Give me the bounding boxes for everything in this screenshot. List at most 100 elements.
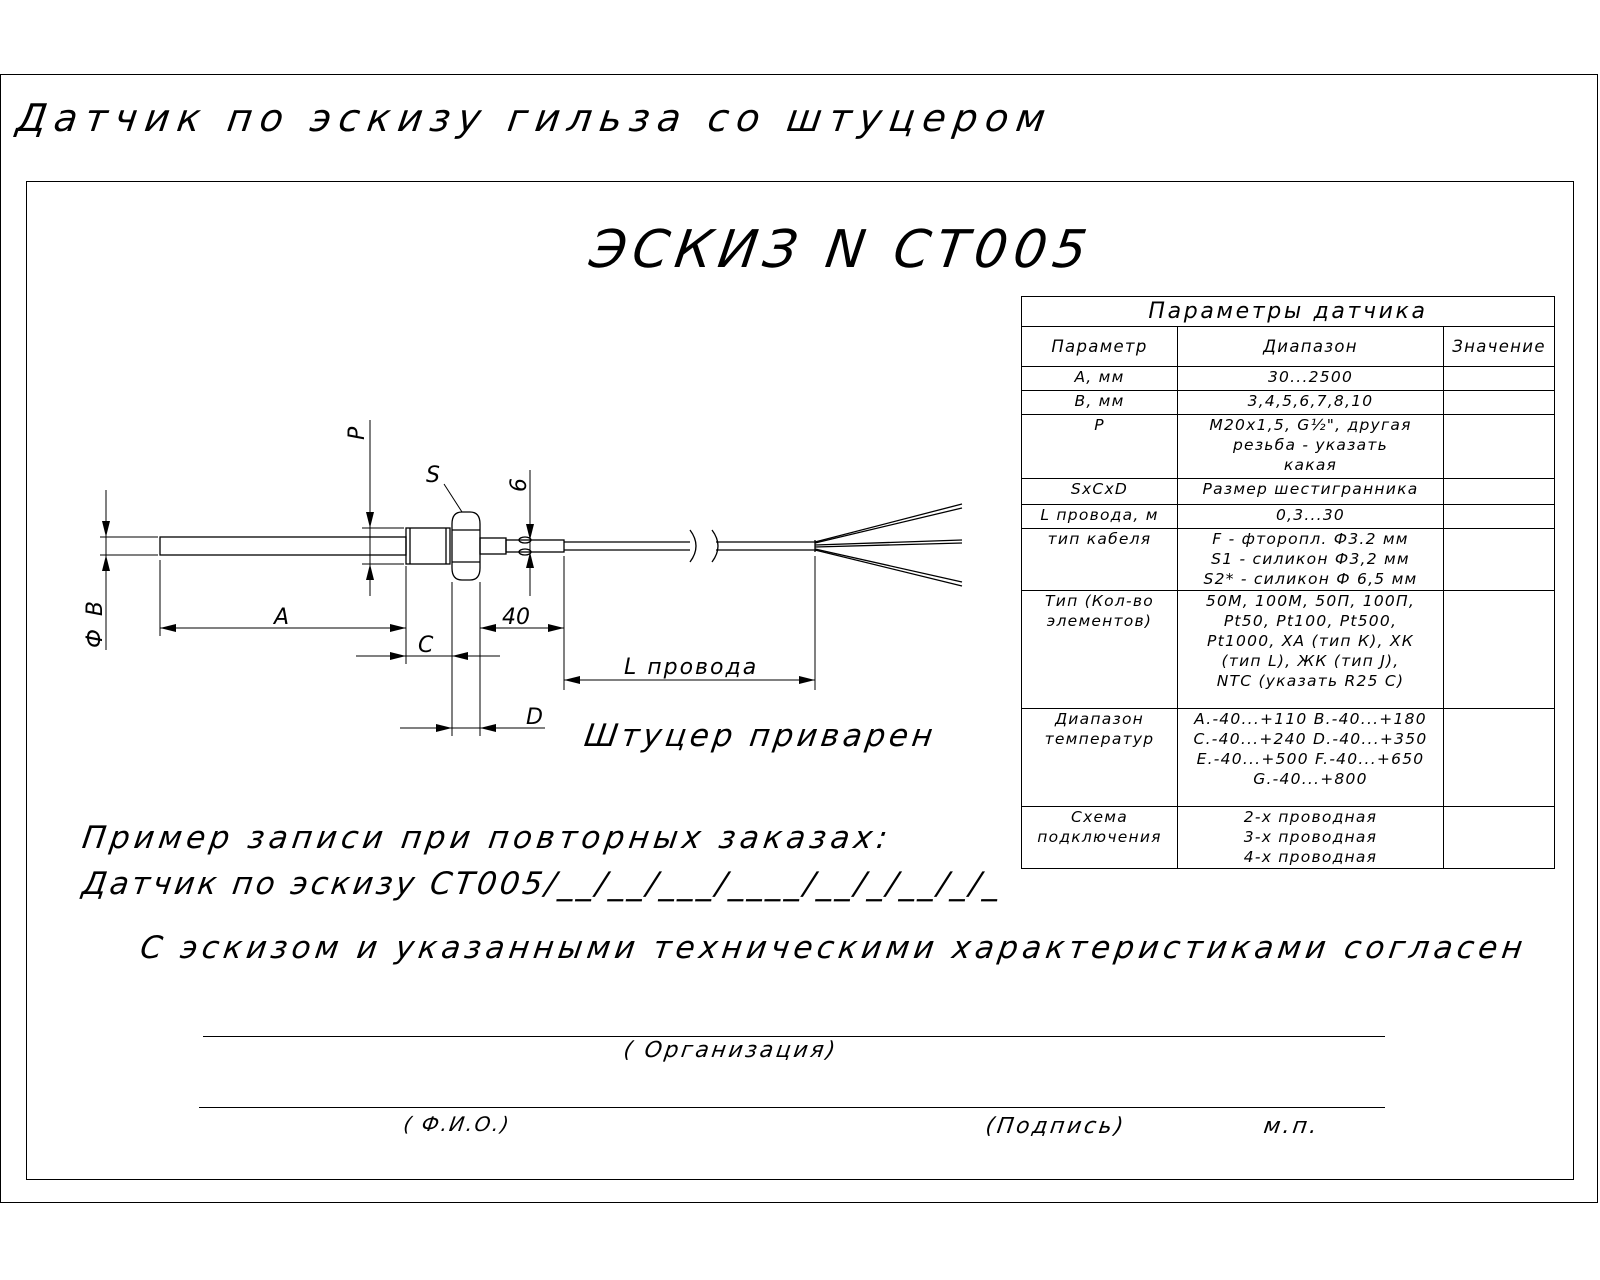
cell-line: S2* - силикон Ф 6,5 мм xyxy=(1203,570,1418,588)
inner-frame xyxy=(26,181,1574,1180)
cell-line: Р xyxy=(1094,416,1105,434)
dim-c-label: С xyxy=(418,633,434,658)
cell-line: 3,4,5,6,7,8,10 xyxy=(1247,392,1374,410)
cell-line: 2-х проводная xyxy=(1243,808,1378,826)
fio-label: ( Ф.И.О.) xyxy=(402,1112,513,1136)
cell-line: 50М, 100М, 50П, 100П, xyxy=(1205,592,1416,610)
organization-label: ( Организация) xyxy=(622,1038,840,1063)
table-caption: Параметры датчика xyxy=(1020,296,1556,327)
cell-line: подключения xyxy=(1037,828,1162,846)
cell-line: L провода, м xyxy=(1040,506,1159,524)
cell-value xyxy=(1442,414,1556,479)
thermowell-tube xyxy=(159,536,407,556)
hex-label: S xyxy=(426,463,440,488)
cell-value xyxy=(1442,528,1556,591)
cell-line: C.-40...+240 D.-40...+350 xyxy=(1193,730,1428,748)
wire-1 xyxy=(814,503,963,543)
cell-param: А, мм xyxy=(1021,366,1178,391)
stamp-label: м.п. xyxy=(1262,1114,1322,1139)
row-element-type: Тип (Кол-во элементов) 50М, 100М, 50П, 100… xyxy=(1021,590,1556,709)
row-connection: Схема подключения 2-х проводная 3-х проводн… xyxy=(1021,806,1556,869)
cell-value xyxy=(1442,590,1556,709)
cell-range: Размер шестигранника xyxy=(1177,478,1444,505)
cell-line: 30...2500 xyxy=(1267,368,1354,386)
row-p: Р М20х1,5, G½", другая резьба - указать как… xyxy=(1021,414,1556,479)
header-value: Значение xyxy=(1442,326,1556,367)
cell-range: 30...2500 xyxy=(1177,366,1444,391)
cell-line: тип кабеля xyxy=(1047,530,1152,548)
cell-range: 0,3...30 xyxy=(1177,504,1444,529)
signature-label: (Подпись) xyxy=(984,1114,1128,1139)
cell-line: М20х1,5, G½", другая xyxy=(1209,416,1412,434)
cell-value xyxy=(1442,366,1556,391)
header-parameter: Параметр xyxy=(1021,326,1178,367)
cell-line: Pt1000, ХА (тип К), ХК xyxy=(1207,632,1414,650)
row-hex: SxCxD Размер шестигранника xyxy=(1021,478,1556,505)
cell-param: Тип (Кол-во элементов) xyxy=(1021,590,1178,709)
cell-line: температур xyxy=(1044,730,1155,748)
cell-line: Тип (Кол-во xyxy=(1045,592,1154,610)
row-b: В, мм 3,4,5,6,7,8,10 xyxy=(1021,390,1556,415)
wire-3 xyxy=(814,548,963,583)
cell-value xyxy=(1442,478,1556,505)
cell-line: Размер шестигранника xyxy=(1202,480,1419,498)
row-wire-length: L провода, м 0,3...30 xyxy=(1021,504,1556,529)
cell-line: В, мм xyxy=(1074,392,1125,410)
cell-line: (тип L), ЖК (тип J), xyxy=(1221,652,1400,670)
row-temp-range: Диапазон температур A.-40...+110 B.-40...+… xyxy=(1021,708,1556,807)
threaded-fitting xyxy=(405,527,451,565)
cell-range: 3,4,5,6,7,8,10 xyxy=(1177,390,1444,415)
repeat-order-example: Датчик по эскизу СТ005/__/__/___/____/__… xyxy=(80,866,1005,902)
cell-value xyxy=(1442,504,1556,529)
organization-line xyxy=(203,1036,1385,1037)
dim-a-label: А xyxy=(272,605,289,630)
cell-line: Pt50, Pt100, Pt500, xyxy=(1223,612,1398,630)
cell-value xyxy=(1442,806,1556,869)
cell-line: A.-40...+110 B.-40...+180 xyxy=(1194,710,1427,728)
sensor-drawing: Ф В Р S 6 А С 40 D L провода xyxy=(83,420,963,736)
cell-line: 3-х проводная xyxy=(1243,828,1378,846)
cell-line: E.-40...+500 F.-40...+650 xyxy=(1196,750,1425,768)
cell-value xyxy=(1442,708,1556,807)
hex-nut xyxy=(451,511,481,581)
six-label: 6 xyxy=(507,478,532,492)
cell-param: Диапазон температур xyxy=(1021,708,1178,807)
outer-frame xyxy=(0,74,1598,1203)
dim-d-label: D xyxy=(526,705,543,730)
header-range: Диапазон xyxy=(1177,326,1444,367)
cell-line: А, мм xyxy=(1074,368,1125,386)
cell-line: Схема xyxy=(1071,808,1128,826)
signature-line xyxy=(199,1107,1385,1108)
cell-param: Р xyxy=(1021,414,1178,479)
repeat-order-label: Пример записи при повторных заказах: xyxy=(80,820,894,856)
cell-line: какая xyxy=(1283,456,1338,474)
cell-value xyxy=(1442,390,1556,415)
cell-range: 2-х проводная 3-х проводная 4-х проводная xyxy=(1177,806,1444,869)
cell-line: Диапазон xyxy=(1054,710,1145,728)
cell-param: В, мм xyxy=(1021,390,1178,415)
parameters-table: Параметры датчика Параметр Диапазон Знач… xyxy=(1020,296,1556,869)
cell-line: F - фторопл. Ф3.2 мм xyxy=(1212,530,1409,548)
cell-range: 50М, 100М, 50П, 100П, Pt50, Pt100, Pt500,… xyxy=(1177,590,1444,709)
thread-label: Р xyxy=(345,426,370,440)
cell-range: М20х1,5, G½", другая резьба - указать кака… xyxy=(1177,414,1444,479)
cell-line: резьба - указать xyxy=(1232,436,1389,454)
agreement-text: С эскизом и указанными техническими хара… xyxy=(138,930,1529,966)
cell-param: L провода, м xyxy=(1021,504,1178,529)
cell-line: 0,3...30 xyxy=(1275,506,1346,524)
welded-note: Штуцер приварен xyxy=(582,718,939,754)
diameter-label: Ф В xyxy=(83,598,108,648)
dim-40-label: 40 xyxy=(502,605,530,630)
row-a: А, мм 30...2500 xyxy=(1021,366,1556,391)
cell-line: SxCxD xyxy=(1070,480,1129,498)
cell-line: элементов) xyxy=(1046,612,1153,630)
cell-line: NTC (указать R25 С) xyxy=(1216,672,1405,690)
wire-2 xyxy=(814,539,963,546)
cell-param: тип кабеля xyxy=(1021,528,1178,591)
cell-param: SxCxD xyxy=(1021,478,1178,505)
cell-line: G.-40...+800 xyxy=(1253,770,1368,788)
cell-line: 4-х проводная xyxy=(1243,848,1378,866)
